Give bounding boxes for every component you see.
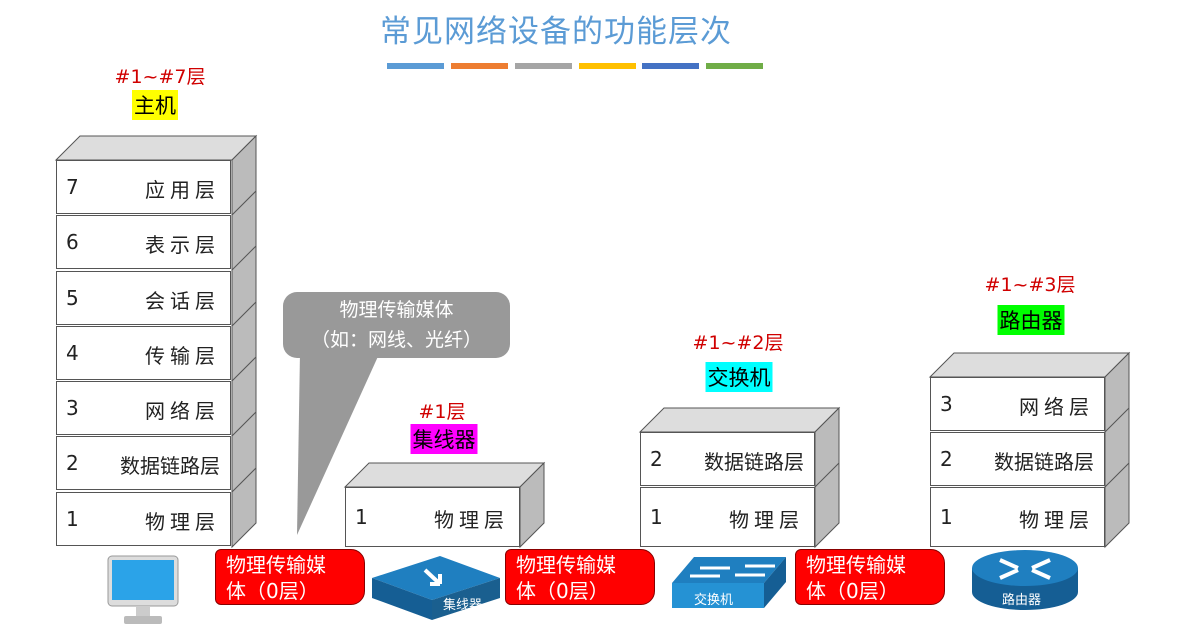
layer-number: 1 bbox=[66, 507, 79, 531]
accent-bar bbox=[706, 63, 763, 69]
layer-name: 网络层 bbox=[145, 399, 220, 423]
layer-row: 3 网络层 bbox=[930, 377, 1105, 431]
hub-layers-label: #1层 bbox=[418, 401, 466, 423]
medium-cylinder: 物理传输媒体（0层） bbox=[795, 549, 945, 605]
layer-name: 物理层 bbox=[1019, 508, 1094, 532]
switch-name: 交换机 bbox=[705, 362, 773, 392]
medium-line2: 体（0层） bbox=[516, 579, 609, 603]
layer-number: 6 bbox=[66, 230, 79, 254]
callout-tail bbox=[297, 352, 380, 535]
layer-name: 物理层 bbox=[434, 508, 509, 532]
switch-layers-label: #1~#2层 bbox=[692, 332, 784, 354]
layer-name: 数据链路层 bbox=[994, 450, 1094, 474]
host-name: 主机 bbox=[132, 90, 178, 120]
layer-row: 1 物理层 bbox=[640, 487, 815, 547]
callout-line1: 物理传输媒体 bbox=[339, 299, 454, 321]
layer-name: 会话层 bbox=[145, 289, 220, 313]
layer-name: 物理层 bbox=[729, 508, 804, 532]
hub-icon-label: 集线器 bbox=[443, 598, 483, 613]
medium-line1: 物理传输媒 bbox=[226, 553, 326, 577]
accent-bar bbox=[387, 63, 444, 69]
layer-number: 1 bbox=[650, 505, 663, 529]
hub-name: 集线器 bbox=[410, 424, 478, 454]
layer-name: 应用层 bbox=[145, 178, 220, 202]
medium-line2: 体（0层） bbox=[806, 579, 899, 603]
host-layers-label: #1~#7层 bbox=[114, 66, 206, 88]
layer-name: 网络层 bbox=[1019, 395, 1094, 419]
accent-bar bbox=[579, 63, 636, 69]
router-name: 路由器 bbox=[997, 305, 1065, 335]
layer-row: 1 物理层 bbox=[345, 487, 520, 547]
layer-row: 2 数据链路层 bbox=[930, 432, 1105, 486]
layer-number: 1 bbox=[940, 505, 953, 529]
callout-bubble: 物理传输媒体 （如：网线、光纤） bbox=[283, 292, 510, 358]
accent-bar bbox=[515, 63, 572, 69]
layer-row: 3 网络层 bbox=[56, 381, 231, 435]
page-title: 常见网络设备的功能层次 bbox=[380, 14, 732, 50]
layer-number: 3 bbox=[940, 392, 953, 416]
layer-number: 5 bbox=[66, 286, 79, 310]
accent-bar bbox=[642, 63, 699, 69]
medium-cylinder: 物理传输媒体（0层） bbox=[215, 549, 365, 605]
layer-row: 4 传输层 bbox=[56, 326, 231, 380]
medium-cylinder: 物理传输媒体（0层） bbox=[505, 549, 655, 605]
layer-number: 7 bbox=[66, 175, 79, 199]
layer-number: 2 bbox=[940, 447, 953, 471]
layer-name: 物理层 bbox=[145, 510, 220, 534]
layer-row: 1 物理层 bbox=[56, 492, 231, 546]
layer-number: 2 bbox=[650, 447, 663, 471]
layer-name: 传输层 bbox=[145, 344, 220, 368]
layer-row: 2 数据链路层 bbox=[640, 432, 815, 486]
medium-line2: 体（0层） bbox=[226, 579, 319, 603]
layer-number: 4 bbox=[66, 341, 79, 365]
router-icon-label: 路由器 bbox=[1002, 593, 1042, 608]
layer-name: 表示层 bbox=[145, 233, 220, 257]
layer-number: 1 bbox=[355, 505, 368, 529]
layer-name: 数据链路层 bbox=[704, 450, 804, 474]
accent-bar bbox=[451, 63, 508, 69]
layer-row: 1 物理层 bbox=[930, 487, 1105, 547]
medium-line1: 物理传输媒 bbox=[806, 553, 906, 577]
router-layers-label: #1~#3层 bbox=[984, 274, 1076, 296]
layer-number: 3 bbox=[66, 396, 79, 420]
layer-name: 数据链路层 bbox=[120, 454, 220, 478]
layer-row: 6 表示层 bbox=[56, 215, 231, 269]
layer-row: 7 应用层 bbox=[56, 160, 231, 214]
layer-row: 2 数据链路层 bbox=[56, 436, 231, 490]
callout-line2: （如：网线、光纤） bbox=[310, 329, 482, 351]
layer-number: 2 bbox=[66, 451, 79, 475]
switch-icon-label: 交换机 bbox=[694, 593, 734, 608]
medium-line1: 物理传输媒 bbox=[516, 553, 616, 577]
layer-row: 5 会话层 bbox=[56, 271, 231, 325]
